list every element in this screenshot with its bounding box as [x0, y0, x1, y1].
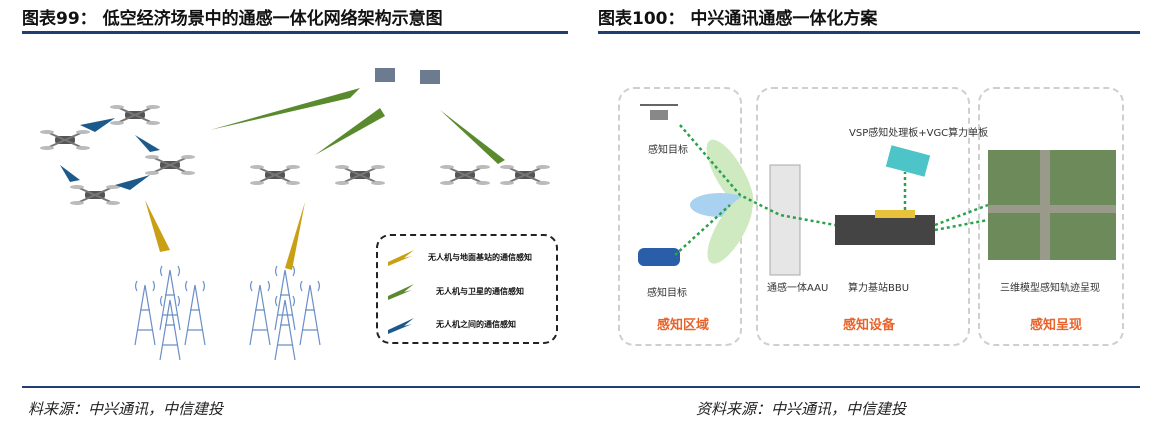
city-render-image	[988, 150, 1116, 260]
car-target-icon	[638, 248, 680, 266]
board-label: VSP感知处理板+VGC算力单板	[849, 128, 989, 139]
legend-item: 无人机与卫星的通信感知	[436, 287, 524, 296]
network-diagram	[39, 68, 551, 361]
sensing-device-box	[756, 87, 970, 346]
right-figure-title: 图表100： 中兴通讯通感一体化方案	[598, 9, 878, 29]
target-label: 感知目标	[648, 145, 688, 156]
base-station-icon	[134, 265, 321, 361]
section-label: 感知区域	[657, 318, 710, 333]
beam-icon	[690, 139, 754, 264]
title-rule-left	[22, 31, 568, 34]
bbu-label: 算力基站BBU	[848, 283, 910, 294]
left-figure-title: 图表99： 低空经济场景中的通感一体化网络架构示意图	[22, 9, 443, 29]
board-icon	[885, 145, 931, 177]
section-label: 感知设备	[843, 318, 896, 333]
section-label: 感知呈现	[1030, 318, 1083, 333]
link-lines	[674, 124, 989, 256]
solution-diagram	[638, 104, 1116, 276]
bbu-icon	[835, 210, 935, 245]
aau-label: 通感一体AAU	[767, 283, 829, 294]
footer-rule	[22, 386, 1140, 388]
ground-link-icon	[145, 200, 305, 270]
aau-icon	[769, 164, 801, 276]
right-source: 资料来源：中兴通讯，中信建投	[696, 400, 907, 418]
render-label: 三维模型感知轨迹呈现	[1000, 283, 1100, 294]
drone-icon	[39, 104, 551, 206]
drone-link-icon	[60, 118, 160, 190]
legend-item: 无人机之间的通信感知	[436, 320, 516, 329]
title-rule-right	[598, 31, 1140, 34]
legend: 无人机与地面基站的通信感知 无人机与卫星的通信感知 无人机之间的通信感知	[376, 234, 558, 344]
satellite-link-icon	[210, 88, 505, 164]
sensing-display-box	[978, 87, 1124, 346]
drone-target-icon	[640, 104, 678, 120]
legend-bolt-icons	[388, 250, 414, 334]
left-source: 料来源：中兴通讯，中信建投	[28, 400, 224, 418]
legend-item: 无人机与地面基站的通信感知	[428, 253, 532, 262]
satellite-icon	[375, 68, 440, 84]
target-label: 感知目标	[647, 288, 687, 299]
